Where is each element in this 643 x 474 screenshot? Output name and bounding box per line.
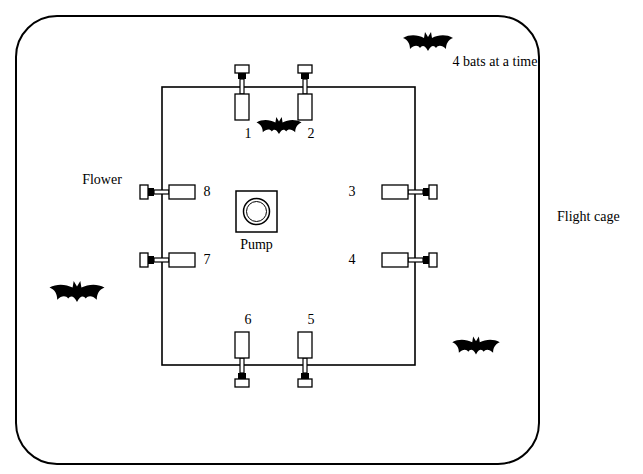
callout-number: 4 (349, 252, 356, 268)
pump-symbol (235, 190, 278, 233)
flight-cage: Flight cagePump (15, 15, 540, 465)
cage-label: Flight cage (557, 209, 620, 225)
callout-number: 3 (349, 184, 356, 200)
callout-number: 5 (308, 312, 315, 328)
callout-number: 7 (204, 252, 211, 268)
flower-array-frame (162, 87, 415, 365)
callout-number: 2 (308, 126, 315, 142)
note-text: 4 bats at a time (453, 54, 538, 70)
callout-number: 1 (245, 126, 252, 142)
pump-box: Pump (235, 190, 278, 233)
part-label: Flower (82, 172, 122, 188)
callout-number: 6 (245, 312, 252, 328)
pump-label: Pump (240, 237, 273, 253)
callout-number: 8 (204, 184, 211, 200)
